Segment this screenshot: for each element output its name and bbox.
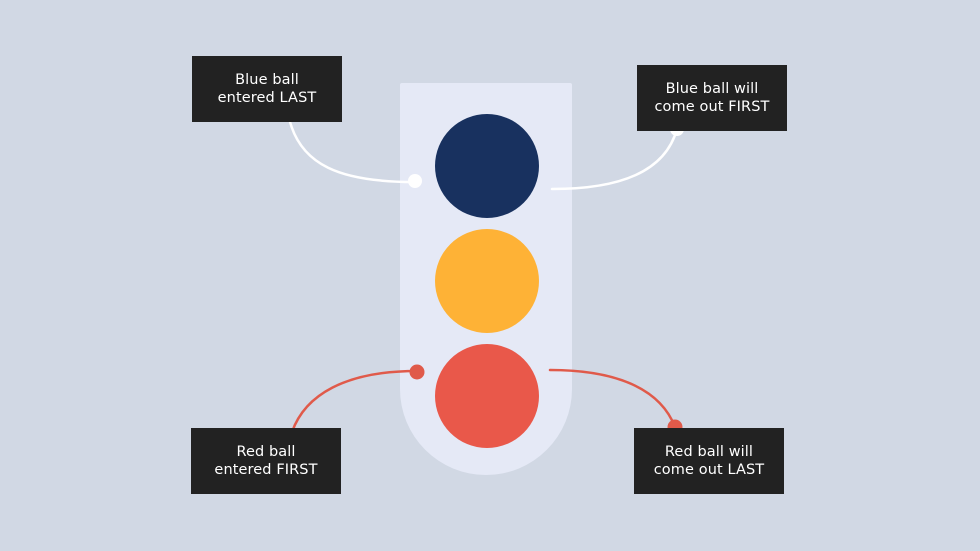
label-red-entered-first: Red ball entered FIRST [191,428,341,494]
connector-red-entered-first [290,369,419,434]
label-line: entered FIRST [214,462,318,478]
yellow-ball [435,229,539,333]
blue-ball [435,114,539,218]
label-line: Red ball will [664,444,754,460]
label-blue-entered-last: Blue ball entered LAST [192,56,342,122]
red-ball [435,344,539,448]
label-line: Blue ball will [665,81,759,97]
label-line: Red ball [236,444,296,460]
label-red-out-last: Red ball will come out LAST [634,428,784,494]
label-line: entered LAST [217,90,317,106]
label-line: Blue ball [235,72,299,88]
label-line: come out LAST [653,462,765,478]
label-blue-out-first: Blue ball will come out FIRST [637,65,787,131]
label-line: come out FIRST [654,99,770,115]
connector-blue-entered-last [287,116,416,184]
